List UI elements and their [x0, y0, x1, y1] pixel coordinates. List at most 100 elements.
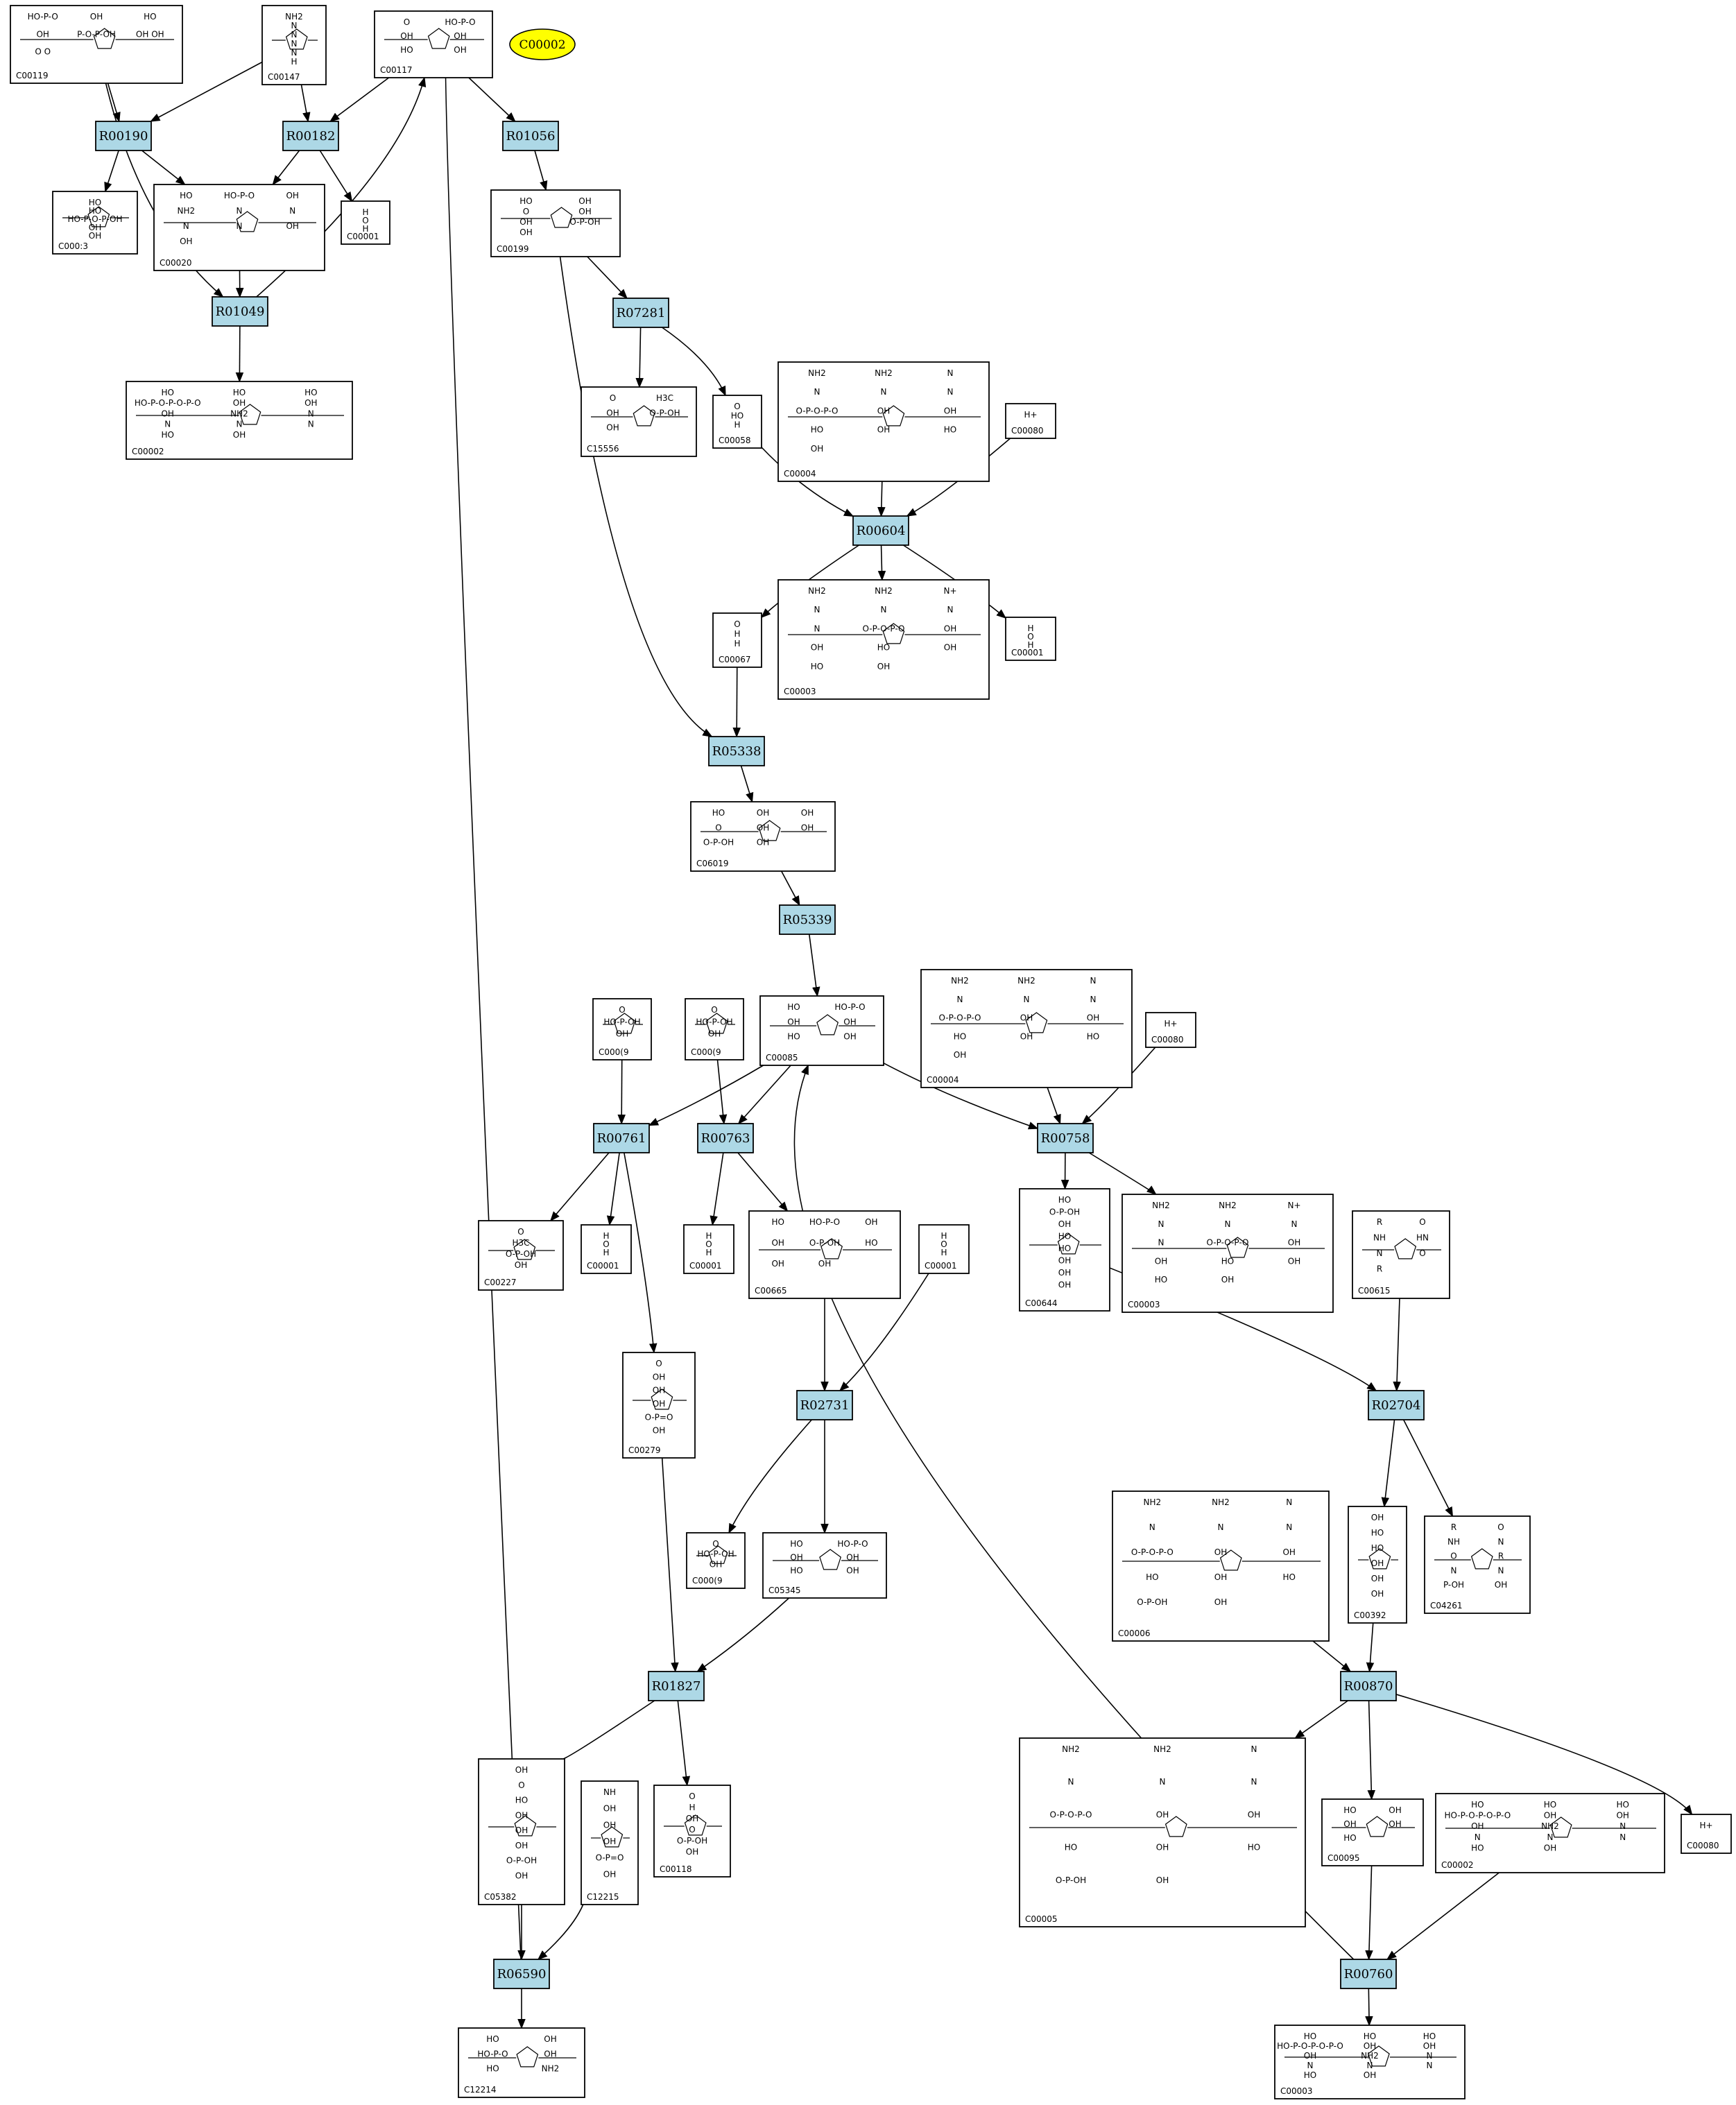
- compound-node[interactable]: H+C00080: [1145, 1012, 1196, 1048]
- reaction-label[interactable]: R07281: [617, 306, 666, 320]
- compound-node[interactable]: H+C00080: [1005, 403, 1056, 439]
- reaction-node[interactable]: R06590: [493, 1959, 550, 1989]
- reaction-node[interactable]: R05338: [708, 736, 765, 766]
- compound-box[interactable]: [690, 801, 836, 872]
- reaction-node[interactable]: R02731: [796, 1390, 853, 1420]
- reaction-box[interactable]: [852, 515, 909, 546]
- compound-box[interactable]: [918, 1224, 970, 1274]
- compound-box[interactable]: [1121, 1194, 1334, 1313]
- reaction-box[interactable]: [493, 1959, 550, 1989]
- reaction-box[interactable]: [796, 1390, 853, 1420]
- reaction-node[interactable]: R07281: [612, 298, 669, 328]
- compound-box[interactable]: [686, 1532, 746, 1589]
- compound-box[interactable]: [1005, 617, 1056, 661]
- compound-box[interactable]: [1112, 1490, 1330, 1642]
- reaction-label[interactable]: R00763: [701, 1131, 750, 1146]
- reaction-node[interactable]: R00870: [1340, 1671, 1397, 1701]
- reaction-label[interactable]: R00758: [1041, 1131, 1090, 1146]
- compound-box[interactable]: [1681, 1814, 1732, 1854]
- compound-box[interactable]: [478, 1220, 564, 1291]
- compound-box[interactable]: [1348, 1506, 1407, 1624]
- reaction-node[interactable]: R00190: [95, 121, 152, 151]
- compound-node[interactable]: H+C00080: [1681, 1814, 1732, 1854]
- reaction-label[interactable]: R00870: [1344, 1679, 1393, 1694]
- reaction-node[interactable]: R01827: [648, 1671, 705, 1701]
- reaction-box[interactable]: [502, 121, 559, 151]
- reaction-box[interactable]: [1368, 1390, 1425, 1420]
- reaction-node[interactable]: R00761: [593, 1123, 650, 1153]
- reaction-label[interactable]: R00761: [597, 1131, 646, 1146]
- compound-box[interactable]: [478, 1758, 565, 1905]
- reaction-box[interactable]: [1340, 1959, 1397, 1989]
- compound-box[interactable]: [581, 1780, 639, 1905]
- compound-box[interactable]: [777, 361, 990, 482]
- reaction-label[interactable]: R02731: [800, 1398, 850, 1413]
- reaction-label[interactable]: R06590: [497, 1967, 547, 1982]
- reaction-box[interactable]: [212, 296, 268, 327]
- compound-box[interactable]: [1274, 2025, 1466, 2099]
- compound-box[interactable]: [712, 395, 762, 449]
- compound-box[interactable]: [581, 386, 697, 457]
- reaction-box[interactable]: [708, 736, 765, 766]
- compound-box[interactable]: [653, 1785, 731, 1878]
- reaction-box[interactable]: [697, 1123, 754, 1153]
- reaction-box[interactable]: [282, 121, 339, 151]
- highlight-compound-label[interactable]: C00002: [519, 38, 565, 52]
- reaction-box[interactable]: [779, 904, 836, 935]
- reaction-label[interactable]: R02704: [1372, 1398, 1421, 1413]
- reaction-box[interactable]: [95, 121, 152, 151]
- compound-box[interactable]: [777, 579, 990, 700]
- reaction-node[interactable]: R01049: [212, 296, 268, 327]
- highlight-compound-ellipse[interactable]: [509, 28, 576, 60]
- reaction-node[interactable]: R00604: [852, 515, 909, 546]
- reaction-node[interactable]: R00760: [1340, 1959, 1397, 1989]
- compound-box[interactable]: [261, 5, 327, 85]
- compound-box[interactable]: [1145, 1012, 1196, 1048]
- compound-box[interactable]: [341, 200, 390, 245]
- reaction-node[interactable]: R00763: [697, 1123, 754, 1153]
- reaction-label[interactable]: R05339: [783, 913, 832, 927]
- compound-box[interactable]: [759, 995, 884, 1066]
- reaction-box[interactable]: [612, 298, 669, 328]
- reaction-label[interactable]: R00190: [99, 129, 148, 144]
- reaction-label[interactable]: R01049: [216, 304, 265, 319]
- reaction-node[interactable]: R00758: [1037, 1123, 1094, 1153]
- reaction-label[interactable]: R01827: [652, 1679, 701, 1694]
- compound-box[interactable]: [1019, 1188, 1110, 1312]
- compound-box[interactable]: [1019, 1737, 1306, 1927]
- compound-box[interactable]: [458, 2027, 585, 2098]
- reaction-node[interactable]: R00182: [282, 121, 339, 151]
- compound-box[interactable]: [1352, 1210, 1450, 1299]
- reaction-node[interactable]: R01056: [502, 121, 559, 151]
